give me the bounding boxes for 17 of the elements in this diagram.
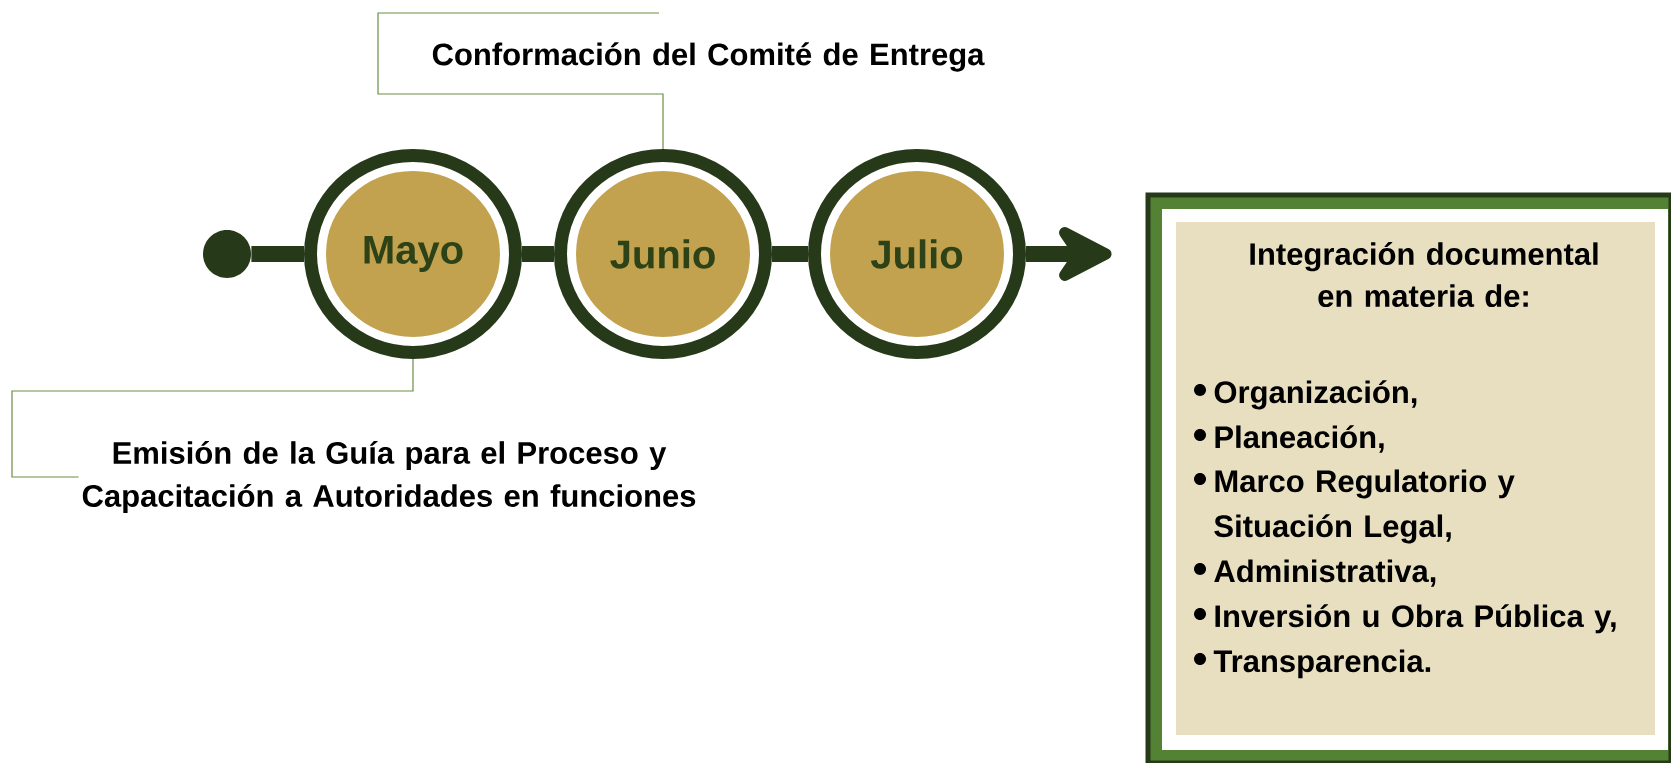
- bullet-item: Organización,: [1214, 380, 1417, 410]
- document-box: [1145, 192, 1671, 763]
- box-heading: Integración documental en materia de:: [1250, 242, 1598, 308]
- bullet-item: Administrativa,: [1214, 559, 1436, 587]
- leader-line: [377, 12, 664, 150]
- start-dot: [203, 230, 251, 278]
- bullet-item: Marco Regulatorio y Situación Legal,: [1214, 469, 1515, 544]
- timeline-line: [251, 246, 304, 262]
- milestone-text: Conformación del Comité de Entrega: [432, 42, 985, 72]
- timeline-line: [522, 246, 554, 262]
- arrow: [1026, 227, 1112, 281]
- timeline-line: [772, 246, 808, 262]
- leader-line: [11, 358, 414, 478]
- milestone-text: Emisión de la Guía para el Proceso y Capacitación a Autoridades en funciones: [82, 440, 696, 514]
- bullet-item: Inversión u Obra Pública y,: [1215, 604, 1616, 634]
- bullet-item: Planeación,: [1215, 425, 1384, 453]
- bullet-item: Transparencia.: [1213, 649, 1431, 679]
